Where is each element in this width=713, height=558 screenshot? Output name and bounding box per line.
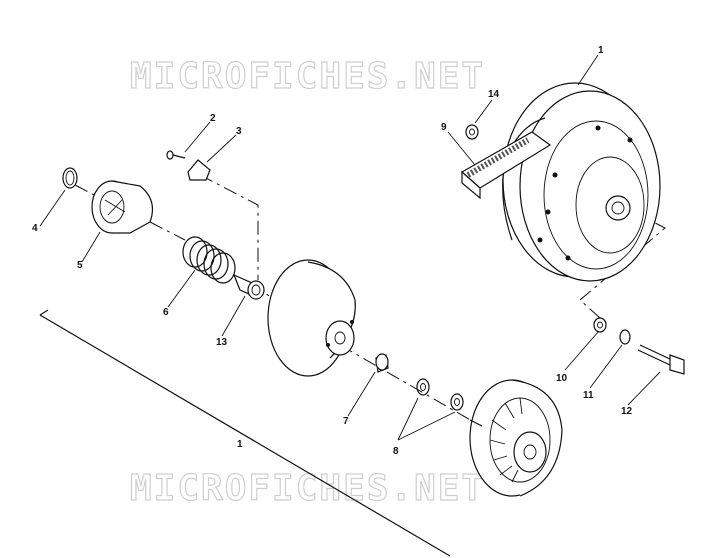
callout-12: 12 xyxy=(621,406,633,417)
cam-5 xyxy=(91,180,153,234)
fan-cover-assembly xyxy=(469,379,563,497)
watermark-bottom: MICROFICHES.NET xyxy=(130,468,485,509)
washer-14 xyxy=(465,124,479,140)
screw-2 xyxy=(166,150,186,160)
washer-10 xyxy=(593,317,607,333)
callout-11: 11 xyxy=(583,390,594,401)
spring-6 xyxy=(182,236,236,284)
callout-5: 5 xyxy=(77,260,83,271)
washers-8 xyxy=(416,378,464,411)
callout-3: 3 xyxy=(236,126,242,137)
callout-9: 9 xyxy=(441,122,447,133)
lock-washer-11 xyxy=(619,329,631,345)
ramp-button-3 xyxy=(187,159,211,181)
leader-lines xyxy=(39,54,661,441)
callout-14: 14 xyxy=(488,89,500,100)
callout-2: 2 xyxy=(210,113,216,124)
callout-8: 8 xyxy=(393,446,399,457)
callout-1-top: 1 xyxy=(598,45,604,56)
callout-13: 13 xyxy=(216,337,228,348)
callout-10: 10 xyxy=(556,373,568,384)
callout-6: 6 xyxy=(163,307,169,318)
callout-1-bottom: 1 xyxy=(237,439,243,450)
callout-7: 7 xyxy=(343,416,349,427)
snap-ring-4 xyxy=(62,167,78,189)
spacer-7 xyxy=(375,353,389,373)
moveable-sheave xyxy=(267,259,356,377)
assembly-bracket xyxy=(39,309,451,557)
belt-block xyxy=(460,131,552,200)
bushing-13 xyxy=(232,273,265,300)
driven-clutch-assembly xyxy=(502,82,661,282)
callout-4: 4 xyxy=(32,223,38,234)
watermark-top: MICROFICHES.NET xyxy=(130,56,485,97)
bolt-12 xyxy=(637,344,685,375)
